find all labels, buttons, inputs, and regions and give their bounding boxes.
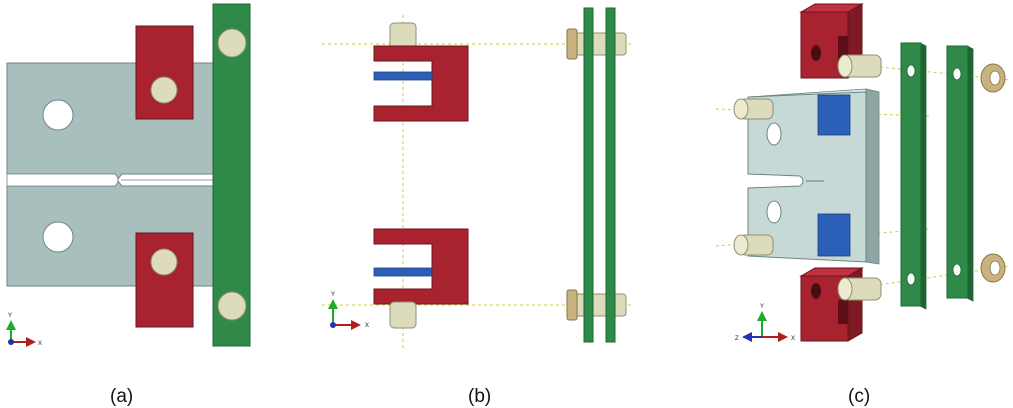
pin-specimen-lower-end [733, 234, 749, 256]
shim-upper [373, 71, 433, 81]
axis-origin [330, 322, 336, 328]
washer-lower-bore [989, 260, 1001, 276]
clevis-pin-lower [150, 248, 178, 276]
link-plates-side [566, 7, 627, 343]
clevis-body-upper [373, 45, 469, 122]
clevis-pin-upper [150, 76, 178, 104]
clevis-upper-side [373, 22, 469, 122]
caption-b: (b) [468, 386, 491, 407]
specimen-3d-hole-lower [766, 200, 782, 224]
clevis-upper-3d [799, 3, 882, 79]
clevis-lower [135, 232, 194, 328]
link-plate-back-side [605, 7, 616, 343]
clevis-lower-slot [838, 300, 848, 324]
link-plate-2-3d [946, 45, 974, 302]
link-pin-lower-side [569, 293, 627, 317]
specimen-3d [733, 88, 880, 265]
shim-upper-3d [817, 94, 851, 136]
shim-lower [373, 267, 433, 277]
specimen-hole-upper [42, 99, 74, 131]
link-pin-upper [217, 28, 247, 58]
panel-c: Y X Z [715, 3, 1011, 342]
caption-a: (a) [110, 386, 133, 407]
link-plate-2-hole-upper [952, 67, 962, 81]
link-plate [212, 3, 251, 347]
washer-upper-side [566, 28, 578, 60]
caption-c: (c) [848, 386, 870, 407]
pin-specimen-upper-end [733, 98, 749, 120]
axis-x-label: X [38, 341, 42, 347]
shim-lower-3d [817, 213, 851, 257]
specimen-hole-lower [42, 221, 74, 253]
clevis-body-lower [373, 228, 469, 305]
washer-lower-side [566, 289, 578, 321]
clevis-upper-hole [811, 45, 821, 61]
washer-upper-bore [989, 70, 1001, 86]
axis-z-label: Z [735, 336, 739, 342]
pin-upper-3d-end [837, 54, 853, 78]
link-plate-1-3d [900, 42, 927, 310]
link-plate-2-face [946, 45, 969, 299]
link-plate-1-hole-upper [906, 64, 916, 78]
clevis-lower-hole [811, 283, 821, 299]
panel-b: Y X [322, 7, 632, 350]
link-plate-front-side [583, 7, 594, 343]
axis-y-label: Y [8, 313, 12, 319]
washer-lower-3d [980, 253, 1006, 283]
axis-x-label: X [791, 336, 795, 342]
link-plate-1-face [900, 42, 922, 307]
link-pin-lower [217, 291, 247, 321]
link-pin-upper-side [569, 32, 627, 56]
clevis-pin-head-lower [389, 301, 417, 329]
panel-a: Y X [5, 3, 251, 347]
clevis-upper [135, 25, 194, 120]
specimen-3d-hole-upper [766, 122, 782, 146]
axis-triad-b: Y X [328, 292, 369, 330]
washer-upper-3d [980, 63, 1006, 93]
axis-triad-c: Y X Z [735, 304, 795, 342]
link-plate-2-hole-lower [952, 263, 962, 277]
axis-triad-a: Y X [5, 313, 42, 347]
axis-y-label: Y [760, 304, 764, 310]
link-plate-1-hole-lower [906, 272, 916, 286]
axis-x-label: X [365, 323, 369, 329]
specimen-3d-side-edge [865, 88, 880, 265]
clevis-lower-3d [799, 267, 882, 342]
clevis-upper-slot [838, 36, 848, 60]
axis-origin [8, 339, 14, 345]
specimen-notch [6, 173, 119, 187]
clevis-pin-head-upper [389, 22, 417, 50]
axis-y-label: Y [331, 292, 335, 298]
clevis-lower-side [373, 228, 469, 329]
pin-lower-3d-end [837, 277, 853, 301]
